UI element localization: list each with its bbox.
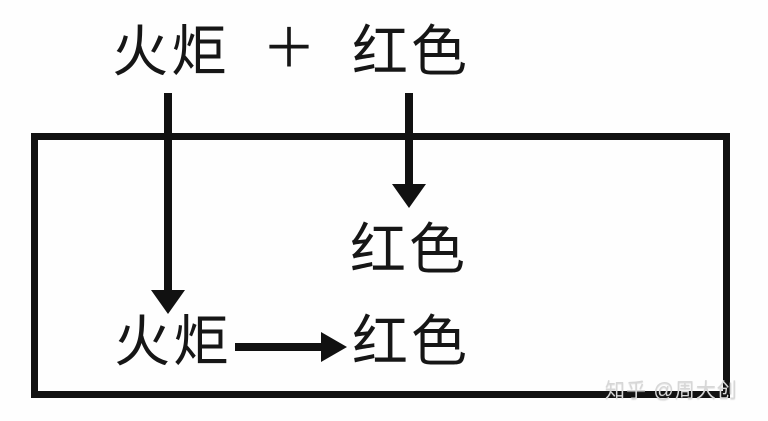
result-box bbox=[31, 133, 730, 398]
box-result-label: 红色 bbox=[350, 218, 468, 281]
equation-right-label: 红色 bbox=[352, 20, 470, 83]
right-arrowhead-icon bbox=[321, 332, 347, 362]
torch-down-arrow-shaft bbox=[164, 93, 172, 292]
plus-operator: ＋ bbox=[262, 19, 319, 79]
down-arrowhead-icon bbox=[151, 290, 185, 314]
down-arrowhead-icon bbox=[392, 184, 426, 208]
equation-left-label: 火炬 bbox=[112, 20, 230, 83]
mapping-arrow-shaft bbox=[235, 343, 323, 351]
box-mapping-to-label: 红色 bbox=[352, 310, 470, 373]
zhihu-watermark: 知乎 @周大创 bbox=[605, 380, 738, 402]
box-mapping-from-label: 火炬 bbox=[114, 310, 232, 373]
